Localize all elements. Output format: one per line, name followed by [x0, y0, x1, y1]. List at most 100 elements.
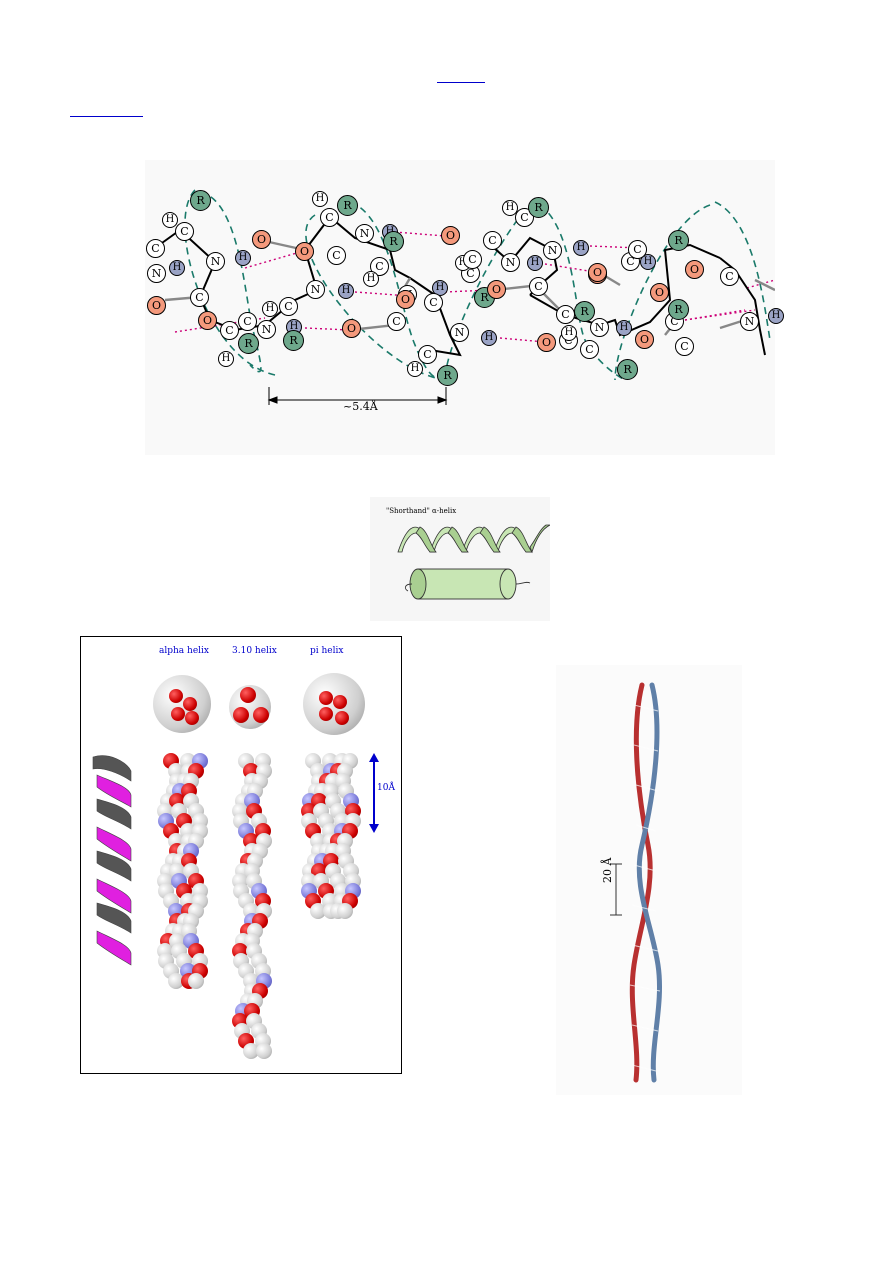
atom-hydrogen-bonded: H: [169, 260, 185, 276]
atom-sphere: [255, 1043, 272, 1059]
ten-angstrom-scale-arrow: [369, 753, 379, 833]
oxygen-sphere: [335, 711, 349, 725]
ribbon-helix-drawing: [397, 524, 550, 600]
oxygen-sphere: [319, 691, 333, 705]
atom-oxygen: O: [487, 280, 506, 299]
atom-hydrogen-bonded: H: [235, 250, 251, 266]
atom-nitrogen: N: [740, 312, 759, 331]
atom-nitrogen: N: [306, 280, 325, 299]
atom-oxygen: O: [396, 290, 415, 309]
atom-oxygen: O: [252, 230, 271, 249]
distance-label: ~5.4Å: [343, 400, 378, 413]
atom-r-group: R: [668, 299, 689, 320]
atom-r-group: R: [337, 195, 358, 216]
atom-nitrogen: N: [257, 320, 276, 339]
atom-carbon: C: [387, 312, 406, 331]
oxygen-sphere: [319, 707, 333, 721]
oxygen-sphere: [240, 687, 256, 703]
atom-r-group: R: [528, 197, 549, 218]
helix-types-figure: alpha helix 3.10 helix pi helix: [80, 636, 402, 1074]
atom-carbon: C: [327, 246, 346, 265]
atom-oxygen: O: [147, 296, 166, 315]
atom-nitrogen: N: [590, 318, 609, 337]
atom-hydrogen-bonded: H: [768, 308, 784, 324]
atom-carbon: C: [146, 239, 165, 258]
alpha-helix-top-view: [153, 675, 211, 733]
pi-helix-side-view: [301, 753, 361, 921]
atom-r-group: R: [383, 231, 404, 252]
atom-r-group: R: [238, 333, 259, 354]
oxygen-sphere: [169, 689, 183, 703]
atom-hydrogen: H: [312, 191, 328, 207]
atom-hydrogen-bonded: H: [573, 240, 589, 256]
twenty-angstrom-label: 20 Å: [601, 857, 614, 883]
atom-hydrogen: H: [162, 212, 178, 228]
atom-hydrogen-bonded: H: [432, 280, 448, 296]
atom-hydrogen-bonded: H: [616, 320, 632, 336]
atom-hydrogen-bonded: H: [481, 330, 497, 346]
atom-oxygen: O: [635, 330, 654, 349]
atom-oxygen: O: [537, 333, 556, 352]
three-ten-helix-label: 3.10 helix: [232, 646, 277, 656]
atom-carbon: C: [238, 312, 257, 331]
oxygen-sphere: [253, 707, 269, 723]
atom-r-group: R: [574, 301, 595, 322]
atom-carbon: C: [418, 345, 437, 364]
shorthand-helix-figure: "Shorthand" α-helix: [370, 497, 550, 621]
atom-hydrogen: H: [407, 361, 423, 377]
coiled-coil-figure: 20 Å: [556, 665, 742, 1095]
atom-oxygen: O: [295, 242, 314, 261]
atom-hydrogen: H: [561, 325, 577, 341]
atom-carbon: C: [675, 337, 694, 356]
atom-hydrogen: H: [363, 271, 379, 287]
atom-carbon: C: [175, 222, 194, 241]
atom-carbon: C: [463, 250, 482, 269]
atom-r-group: R: [283, 330, 304, 351]
atom-carbon: C: [628, 240, 647, 259]
atom-hydrogen: H: [502, 200, 518, 216]
atom-hydrogen: H: [262, 301, 278, 317]
oxygen-sphere: [233, 707, 249, 723]
atom-nitrogen: N: [355, 224, 374, 243]
atom-carbon: C: [720, 267, 739, 286]
atom-oxygen: O: [588, 263, 607, 282]
atom-oxygen: O: [342, 319, 361, 338]
atom-r-group: R: [437, 365, 458, 386]
atom-carbon: C: [529, 277, 548, 296]
atom-carbon: C: [483, 231, 502, 250]
atom-hydrogen-bonded: H: [338, 283, 354, 299]
atom-nitrogen: N: [501, 253, 520, 272]
ten-angstrom-label: 10Å: [377, 783, 395, 793]
atom-carbon: C: [580, 340, 599, 359]
atom-sphere: [188, 973, 205, 989]
hyperlink-2[interactable]: [70, 116, 143, 117]
atom-nitrogen: N: [206, 252, 225, 271]
atom-carbon: C: [190, 288, 209, 307]
atom-r-group: R: [617, 359, 638, 380]
oxygen-sphere: [183, 697, 197, 711]
coiled-coil-drawing: [610, 682, 663, 1083]
atom-hydrogen-bonded: H: [640, 254, 656, 270]
atom-nitrogen: N: [147, 264, 166, 283]
atom-carbon: C: [220, 321, 239, 340]
shorthand-caption: "Shorthand" α-helix: [386, 507, 457, 515]
atom-hydrogen-bonded: H: [527, 255, 543, 271]
atom-r-group: R: [190, 190, 211, 211]
atom-sphere: [167, 973, 184, 989]
oxygen-sphere: [185, 711, 199, 725]
atom-r-group: R: [668, 230, 689, 251]
atom-carbon: C: [279, 297, 298, 316]
atom-sphere: [336, 903, 353, 919]
atom-carbon: C: [556, 305, 575, 324]
atom-carbon: C: [424, 293, 443, 312]
pi-helix-label: pi helix: [310, 646, 344, 656]
alpha-helix-backbone-figure: ~5.4Å C C H R N H N H O C O O C H R C N …: [145, 160, 784, 455]
alpha-helix-side-view: [153, 753, 213, 995]
atom-oxygen: O: [685, 260, 704, 279]
atom-oxygen: O: [650, 283, 669, 302]
hyperlink-1[interactable]: [437, 82, 485, 83]
oxygen-sphere: [333, 695, 347, 709]
atom-nitrogen: N: [450, 323, 469, 342]
oxygen-sphere: [171, 707, 185, 721]
cartoon-ribbon-helix: [92, 755, 132, 966]
